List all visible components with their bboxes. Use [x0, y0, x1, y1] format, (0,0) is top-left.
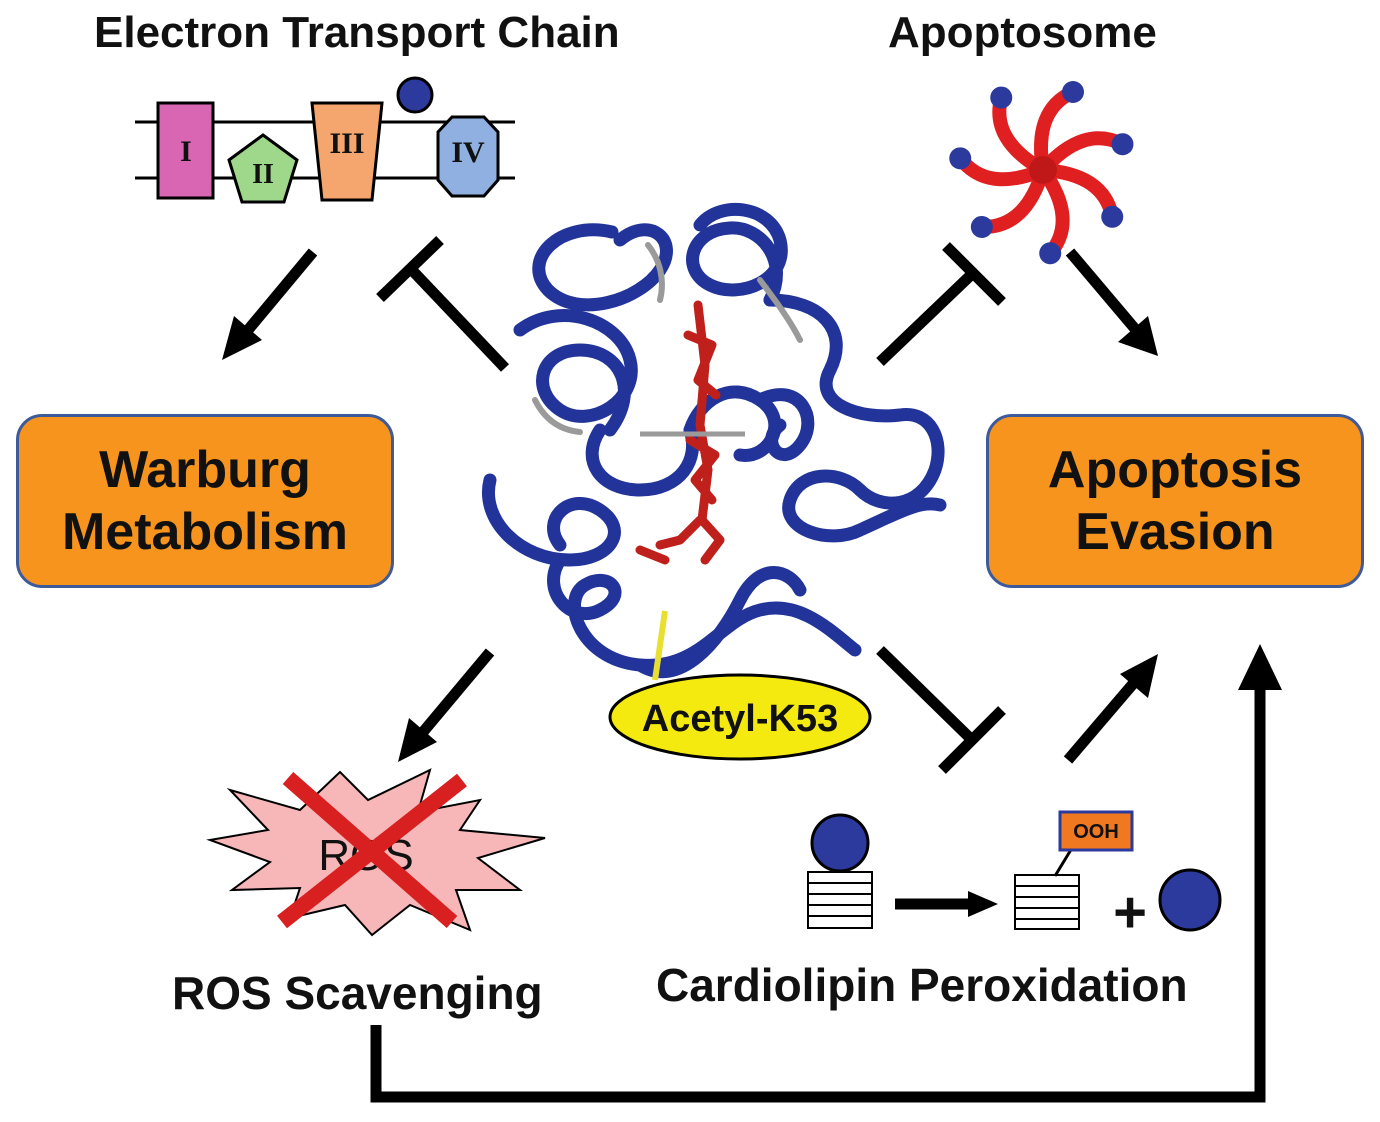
arrowhead-apoptosis-bottom — [1238, 644, 1282, 690]
arrow-ros-to-apoptosis — [370, 690, 1266, 1103]
arrow-cardiolipin-to-apoptosis — [1063, 674, 1143, 764]
ooh-label: OOH — [1073, 821, 1119, 843]
inhibit-protein-cardiolipin-bar — [938, 706, 1006, 774]
ros-burst: ROS — [206, 768, 546, 937]
arrow-apoptosome-to-apoptosis — [1065, 248, 1141, 334]
arrowhead-apoptosis-mid — [1120, 654, 1158, 698]
acetyl-k53-badge: Acetyl-K53 — [608, 673, 872, 761]
inhibit-protein-etc — [406, 264, 509, 372]
cardiolipin-peroxidation-caption: Cardiolipin Peroxidation — [656, 959, 1188, 1011]
apoptosis-line2: Evasion — [1075, 503, 1275, 561]
warburg-metabolism-box: Warburg Metabolism — [16, 414, 394, 588]
complex-iv — [436, 115, 500, 198]
apoptosome-icon — [949, 81, 1134, 265]
peroxidized-lipid-icon — [1014, 874, 1080, 930]
inhibit-protein-apoptosome — [876, 270, 976, 366]
ros-cross-b — [277, 773, 467, 929]
inhibit-protein-apoptosome-bar — [942, 242, 1006, 306]
complex-i-label: I — [180, 135, 192, 168]
complex-iii — [310, 101, 384, 202]
arrowhead-reaction — [968, 891, 998, 917]
apoptosis-line1: Apoptosis — [1047, 441, 1303, 499]
cytochrome-c-icon — [396, 76, 434, 114]
acetyl-k53-label: Acetyl-K53 — [642, 698, 838, 740]
released-cytochrome-c-icon — [1158, 868, 1222, 932]
complex-iii-label: III — [329, 127, 364, 160]
plus-sign: + — [1113, 880, 1147, 945]
inhibit-protein-cardiolipin — [876, 646, 976, 744]
inhibit-protein-etc-bar — [376, 236, 444, 302]
arrowheads — [222, 316, 1282, 917]
electron-transport-chain: I II III IV — [135, 76, 515, 204]
cardiolipin-lipid-icon — [807, 871, 873, 929]
ros-scavenging-caption: ROS Scavenging — [172, 967, 543, 1019]
cardiolipin-reaction: OOH + — [807, 810, 1222, 945]
complex-ii-label: II — [252, 159, 274, 190]
complex-i — [156, 101, 215, 200]
apoptosis-evasion-box: Apoptosis Evasion — [986, 414, 1364, 588]
arrowhead-ros — [398, 718, 437, 762]
arrowhead-apoptosis-top — [1118, 316, 1158, 356]
complex-iv-label: IV — [451, 136, 485, 169]
arrows — [238, 236, 1266, 1103]
arrow-protein-to-ros — [413, 648, 495, 742]
ooh-tag — [1058, 810, 1134, 852]
cytochrome-c-protein — [482, 203, 947, 681]
cardiolipin-headgroup-icon — [810, 813, 870, 873]
apoptosome-title: Apoptosome — [888, 8, 1157, 57]
arrow-etc-to-warburg — [238, 248, 318, 340]
etc-title: Electron Transport Chain — [94, 8, 620, 57]
warburg-line1: Warburg — [99, 441, 311, 499]
arrowhead-warburg — [222, 316, 262, 360]
complex-ii — [227, 133, 299, 204]
warburg-line2: Metabolism — [61, 503, 349, 561]
